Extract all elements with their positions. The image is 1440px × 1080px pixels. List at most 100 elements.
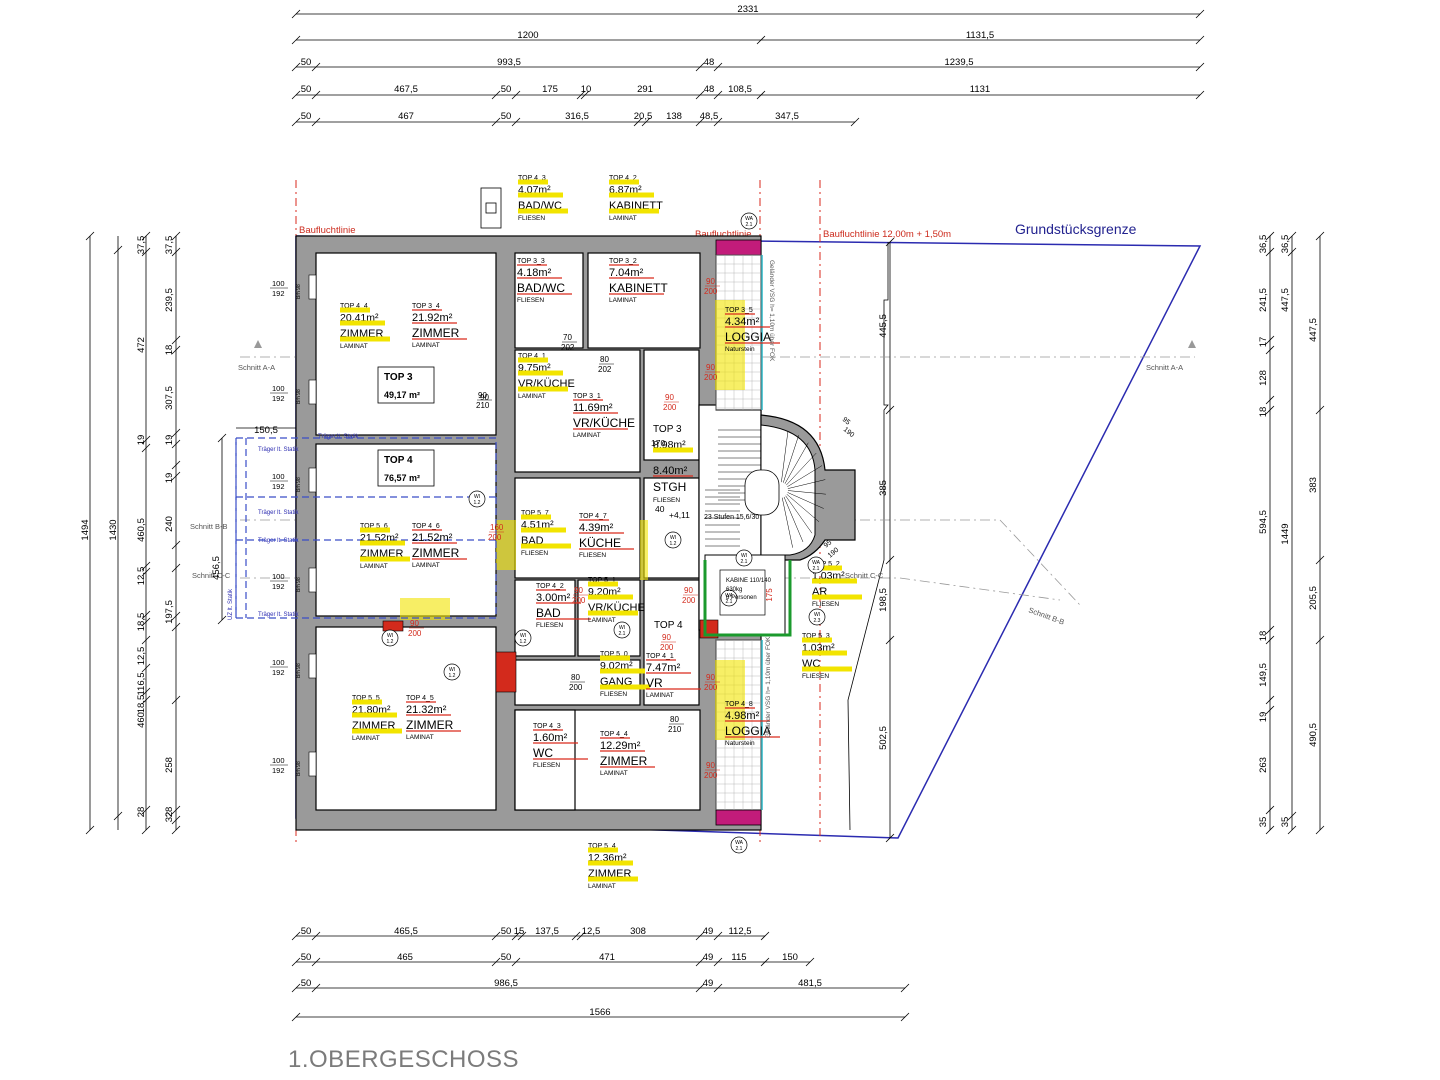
dim-tick bbox=[171, 439, 181, 449]
dim-text: 490,5 bbox=[1308, 723, 1319, 747]
stair-dim: 190 bbox=[827, 547, 841, 560]
change-highlights bbox=[400, 300, 745, 740]
room-floor: LAMINAT bbox=[646, 692, 674, 699]
dim-tick bbox=[171, 805, 181, 815]
dim-tick bbox=[1265, 405, 1275, 415]
room-floor: LAMINAT bbox=[600, 770, 628, 777]
dim-tick bbox=[171, 815, 181, 825]
dim-tick bbox=[1195, 90, 1205, 100]
wall-type-number: 1.2 bbox=[474, 500, 481, 506]
wall-type-number: 2.1 bbox=[741, 559, 748, 565]
room-area: 3.00m² bbox=[536, 592, 571, 604]
room-id: TOP 4_4 bbox=[600, 731, 628, 738]
dim-tick bbox=[713, 983, 723, 993]
wall-type-circle bbox=[443, 663, 461, 681]
door-height: 210 bbox=[476, 401, 490, 410]
dim-tick bbox=[291, 9, 301, 19]
dim-text: 18,5 bbox=[136, 613, 147, 632]
dim-text: 36,5 bbox=[1258, 235, 1269, 254]
dim-text: 467,5 bbox=[394, 84, 418, 95]
room-floor: FLIESEN bbox=[579, 552, 606, 559]
room-old-floor: LAMINAT bbox=[340, 343, 368, 350]
window-bottom: 192 bbox=[272, 668, 285, 677]
dim-text: 197,5 bbox=[164, 600, 175, 624]
room-id: TOP 4_5 bbox=[406, 695, 434, 702]
dim-tick bbox=[1315, 405, 1325, 415]
bottom-dimension-texts: 50 465,5 50 15 137,5 12,5 308 49 112,5 5… bbox=[301, 926, 822, 1018]
room-area: 21.52m² bbox=[412, 532, 453, 544]
dim-text: 241,5 bbox=[1258, 288, 1269, 312]
dim-text: 465,5 bbox=[394, 926, 418, 937]
dim-text: 19 bbox=[1258, 712, 1269, 723]
dim-text: 50 bbox=[501, 84, 512, 95]
stair-dim: 95 bbox=[841, 416, 852, 426]
dim-tick bbox=[713, 957, 723, 967]
railing-note: Geländer VSG h= 1,10m über FOK bbox=[765, 636, 772, 738]
window-icon bbox=[308, 274, 317, 300]
wall-type-number: 1.2 bbox=[387, 639, 394, 645]
wall-type-number: 2.1 bbox=[619, 631, 626, 637]
door-height: 202 bbox=[561, 343, 575, 352]
dim-tick bbox=[141, 617, 151, 627]
wall-type-circle bbox=[468, 490, 486, 508]
dim-tick bbox=[1265, 805, 1275, 815]
dim-text: 19 bbox=[164, 435, 175, 446]
dim-text: 50 bbox=[301, 84, 312, 95]
dim-text: 150,5 bbox=[254, 425, 278, 436]
room-name: WC bbox=[533, 746, 553, 760]
room-tag: TOP 3 bbox=[653, 424, 682, 435]
dim-tick bbox=[141, 443, 151, 453]
dim-text: 472 bbox=[136, 337, 147, 353]
bottom-dimension-chains bbox=[291, 931, 910, 1022]
apartment-top3-box: TOP 3 49,17 m² bbox=[377, 366, 435, 404]
door-height: 200 bbox=[569, 683, 583, 692]
dim-tick bbox=[171, 428, 181, 438]
dim-tick bbox=[571, 931, 581, 941]
dim-text: 128 bbox=[1258, 370, 1269, 386]
door-height: 200 bbox=[572, 596, 586, 605]
dim-text: 1200 bbox=[517, 30, 538, 41]
wall-type-circle bbox=[664, 531, 682, 549]
elevator-shaft-wall bbox=[703, 560, 792, 637]
dim-text: 48 bbox=[704, 84, 715, 95]
room-old-id: TOP 4_2 bbox=[609, 175, 637, 182]
dim-tick bbox=[576, 90, 586, 100]
window-side: Brh 98 bbox=[296, 761, 302, 776]
neighbour-outline bbox=[847, 242, 889, 831]
apartment-area: 49,17 m² bbox=[384, 390, 420, 400]
dim-tick bbox=[695, 62, 705, 72]
dim-tick bbox=[756, 90, 766, 100]
dim-text: 112,5 bbox=[728, 926, 751, 937]
door-height: 200 bbox=[660, 643, 674, 652]
dim-tick bbox=[1265, 395, 1275, 405]
dim-tick bbox=[291, 90, 301, 100]
dim-tick bbox=[171, 611, 181, 621]
dim-text: 50 bbox=[501, 111, 512, 122]
door-height: 200 bbox=[488, 533, 502, 542]
dim-tick bbox=[641, 117, 651, 127]
stair-tread bbox=[787, 490, 826, 495]
window-icon bbox=[308, 653, 317, 679]
window-top: 100 bbox=[272, 384, 285, 393]
elevator: KABINE 110/140 630kg 8 Personen 175 bbox=[726, 578, 774, 602]
dim-text: 50 bbox=[301, 952, 312, 963]
dim-tick bbox=[900, 1012, 910, 1022]
dim-text: 1430 bbox=[108, 519, 119, 540]
dim-tick bbox=[171, 825, 181, 835]
grundstuecksgrenze-label: Grundstücksgrenze bbox=[1015, 221, 1137, 237]
dim-text: 12,5 bbox=[136, 647, 147, 666]
dim-tick bbox=[141, 567, 151, 577]
chimney-icon bbox=[480, 187, 502, 229]
floor-title: 1.OBERGESCHOSS bbox=[288, 1046, 520, 1073]
dim-tick bbox=[217, 615, 227, 625]
room-area: 12.29m² bbox=[600, 740, 641, 752]
dim-tick bbox=[695, 117, 705, 127]
window-icon bbox=[308, 379, 317, 405]
room-name: BAD/WC bbox=[517, 281, 565, 295]
